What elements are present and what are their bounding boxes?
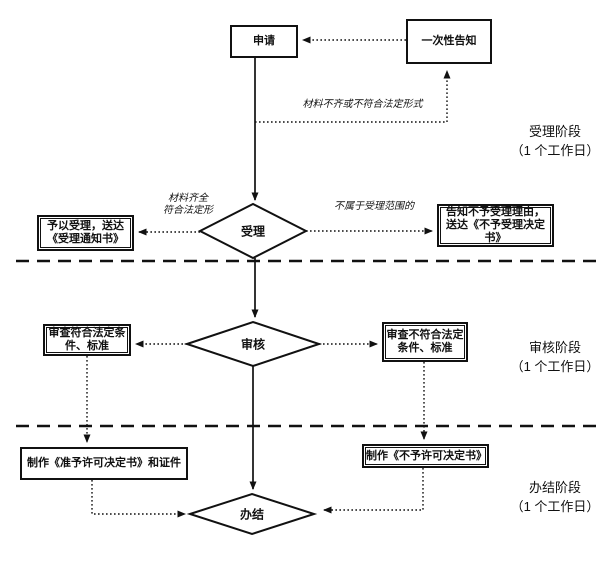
reject-result-label: 告知不予受理理由，送达《不予受理决定书》: [446, 206, 545, 244]
stage-complete-duration: （1 个工作日）: [510, 499, 600, 514]
connector-license-to-complete: [91, 480, 186, 518]
one-time-notice-node: 一次性告知: [406, 19, 492, 64]
pass-result-node: 审查符合法定条件、标准: [43, 324, 131, 356]
apply-node-label: 申请: [253, 35, 275, 47]
review-diamond-label: 审核: [240, 337, 266, 352]
accept-result-label: 予以受理，送达《受理通知书》: [47, 220, 124, 245]
edge-label-out-of-scope: 不属于受理范围的: [334, 201, 414, 212]
review-diamond-shape: [183, 320, 323, 368]
reject-result-node: 告知不予受理理由，送达《不予受理决定书》: [437, 204, 554, 247]
one-time-notice-label: 一次性告知: [421, 35, 477, 47]
stage-review-duration: （1 个工作日）: [510, 359, 600, 374]
stage-label-complete: 办结阶段 （1 个工作日）: [497, 478, 605, 516]
edge-label-materials-complete-line2: 符合法定形: [163, 205, 213, 216]
connector-incomplete-to-notice: [255, 70, 451, 123]
accept-diamond-label: 受理: [240, 224, 266, 239]
stage-label-review: 审核阶段 （1 个工作日）: [497, 338, 605, 376]
stage-complete-name: 办结阶段: [528, 480, 581, 495]
complete-diamond-shape: [186, 492, 318, 536]
make-denial-node: 制作《不予许可决定书》: [362, 444, 489, 468]
accept-diamond-shape: [197, 202, 309, 260]
make-denial-label: 制作《不予许可决定书》: [366, 449, 487, 462]
stage-review-name: 审核阶段: [528, 340, 581, 355]
make-license-label: 制作《准予许可决定书》和证件: [27, 457, 181, 469]
make-license-node: 制作《准予许可决定书》和证件: [20, 447, 188, 480]
edge-label-materials-complete-line1: 材料齐全: [168, 193, 208, 204]
edge-label-materials-complete: 材料齐全 符合法定形: [140, 193, 236, 217]
connector-denial-to-complete: [323, 468, 424, 514]
apply-node: 申请: [230, 25, 298, 58]
stage-accept-name: 受理阶段: [528, 124, 581, 139]
pass-result-label: 审查符合法定条件、标准: [48, 327, 126, 352]
stage-accept-duration: （1 个工作日）: [510, 143, 600, 158]
fail-result-label: 审查不符合法定条件、标准: [386, 329, 464, 354]
edge-label-materials-incomplete: 材料不齐或不符合法定形式: [302, 99, 423, 110]
stage-label-accept: 受理阶段 （1 个工作日）: [497, 122, 605, 160]
accept-result-node: 予以受理，送达《受理通知书》: [37, 215, 134, 251]
complete-diamond-label: 办结: [239, 507, 265, 522]
fail-result-node: 审查不符合法定条件、标准: [382, 322, 468, 362]
